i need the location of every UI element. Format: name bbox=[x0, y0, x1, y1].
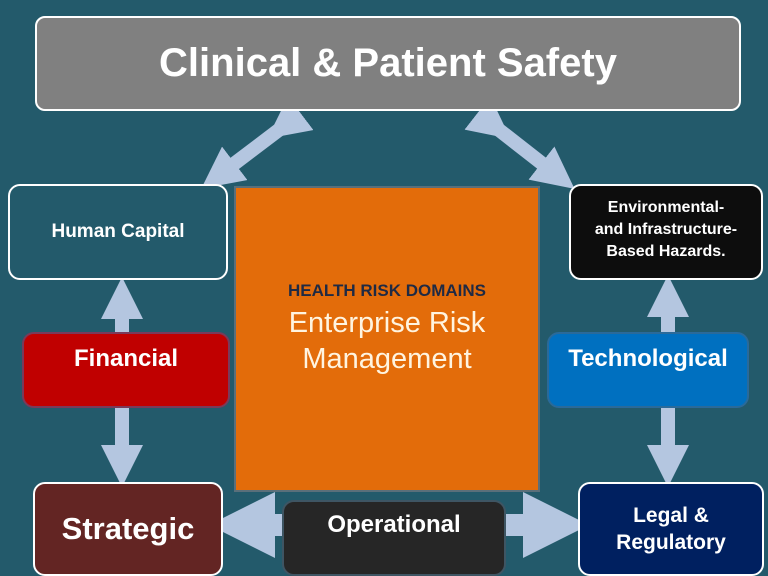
technological-label: Technological bbox=[568, 345, 728, 372]
center-line-2: Management bbox=[302, 343, 472, 375]
human-capital-label: Human Capital bbox=[51, 221, 185, 242]
enterprise-risk-management-box: HEALTH RISK DOMAINS Enterprise Risk Mana… bbox=[234, 186, 540, 492]
legal-line-2: Regulatory bbox=[616, 531, 726, 554]
operational-label: Operational bbox=[327, 511, 461, 538]
arrow-title-environmental bbox=[464, 96, 575, 189]
strategic-label: Strategic bbox=[61, 511, 195, 546]
center-heading: HEALTH RISK DOMAINS bbox=[287, 281, 486, 300]
legal-line-1: Legal & bbox=[633, 504, 709, 527]
env-line-1: Environmental- bbox=[607, 199, 725, 216]
legal-regulatory-box: Legal & Regulatory bbox=[578, 482, 764, 576]
technological-box: Technological bbox=[547, 332, 749, 408]
financial-box: Financial bbox=[22, 332, 230, 408]
environmental-hazards-box: Environmental- and Infrastructure- Based… bbox=[569, 184, 763, 280]
strategic-box: Strategic bbox=[33, 482, 223, 576]
env-line-2: and Infrastructure- bbox=[594, 221, 738, 238]
env-line-3: Based Hazards. bbox=[606, 243, 726, 260]
human-capital-box: Human Capital bbox=[8, 184, 228, 280]
operational-box: Operational bbox=[282, 500, 506, 576]
title-text: Clinical & Patient Safety bbox=[159, 41, 617, 85]
clinical-patient-safety-box: Clinical & Patient Safety bbox=[35, 16, 741, 111]
arrow-title-human-capital bbox=[201, 96, 314, 189]
financial-label: Financial bbox=[73, 345, 179, 372]
center-line-1: Enterprise Risk bbox=[288, 307, 486, 339]
